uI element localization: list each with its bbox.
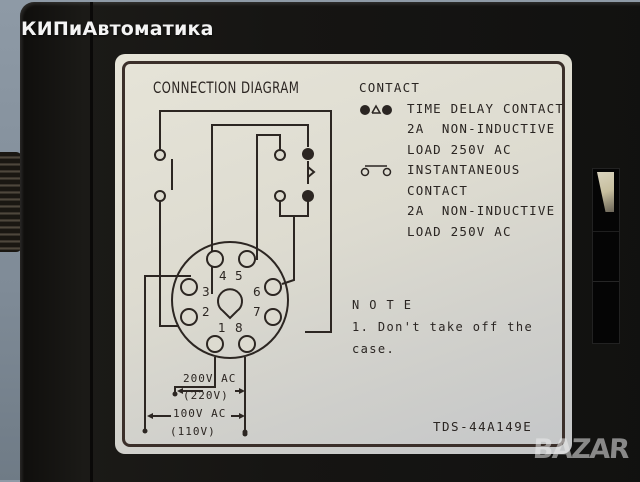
supply-110v-label: (110V)	[170, 425, 216, 438]
supply-220v-label: (220V)	[183, 389, 229, 402]
note-heading: N O T E	[352, 298, 413, 312]
legend-text: LOAD 250V AC	[407, 223, 512, 239]
label-border	[122, 61, 565, 447]
pin-8-label: 8	[235, 321, 243, 335]
note-section: N O T E 1. Don't take off the case.	[352, 294, 572, 360]
supply-200v-label: 200V AC	[183, 372, 236, 385]
model-number: TDS-44A149E	[433, 419, 533, 434]
side-adjust-knob	[0, 152, 22, 252]
bottom-watermark: BAZAR	[531, 434, 630, 465]
legend-instantaneous: INSTANTANEOUS	[359, 160, 564, 181]
wiring-diagram: 4 5 3 6 2 7 1 8 200V AC (220V) 100V AC (…	[142, 110, 332, 438]
legend-line: CONTACT	[359, 181, 564, 202]
legend-text: INSTANTANEOUS	[407, 162, 521, 177]
connection-label: CONNECTION DIAGRAM	[115, 54, 572, 454]
pin-5-label: 5	[235, 269, 243, 283]
time-delay-contact-icon	[359, 103, 407, 115]
pin-7-label: 7	[253, 305, 261, 319]
side-slot	[592, 168, 620, 344]
legend-line: LOAD 250V AC	[359, 140, 564, 161]
pin-3-label: 3	[202, 285, 210, 299]
pin-6-label: 6	[253, 285, 261, 299]
legend-text: LOAD 250V AC	[407, 141, 512, 157]
pin-2-label: 2	[202, 305, 210, 319]
note-item: 1. Don't take off the case.	[352, 320, 534, 356]
legend-line: 2A NON-INDUCTIVE	[359, 119, 564, 140]
slot-divider	[593, 231, 619, 232]
case-groove	[90, 2, 93, 482]
instantaneous-contact-icon	[359, 163, 407, 177]
legend-line: LOAD 250V AC	[359, 222, 564, 243]
pin-4-label: 4	[219, 269, 227, 283]
slot-divider	[593, 281, 619, 282]
legend-text: CONTACT	[407, 182, 469, 198]
pin-1-label: 1	[218, 321, 226, 335]
legend-line: 2A NON-INDUCTIVE	[359, 201, 564, 222]
diagram-title: CONNECTION DIAGRAM	[153, 78, 300, 97]
top-watermark: КИПиАвтоматика	[21, 18, 214, 40]
slot-reflection	[597, 172, 614, 212]
legend-text: 2A NON-INDUCTIVE	[407, 203, 556, 218]
legend-time-delay: TIME DELAY CONTACT	[359, 99, 564, 120]
contact-legend: CONTACT TIME DELAY CONTACT 2A NON-INDUCT…	[359, 78, 564, 242]
supply-100v-label: 100V AC	[173, 407, 226, 420]
legend-heading-text: CONTACT	[359, 80, 421, 95]
legend-heading: CONTACT	[359, 78, 564, 99]
legend-text: TIME DELAY CONTACT	[407, 100, 565, 116]
legend-text: 2A NON-INDUCTIVE	[407, 121, 556, 136]
